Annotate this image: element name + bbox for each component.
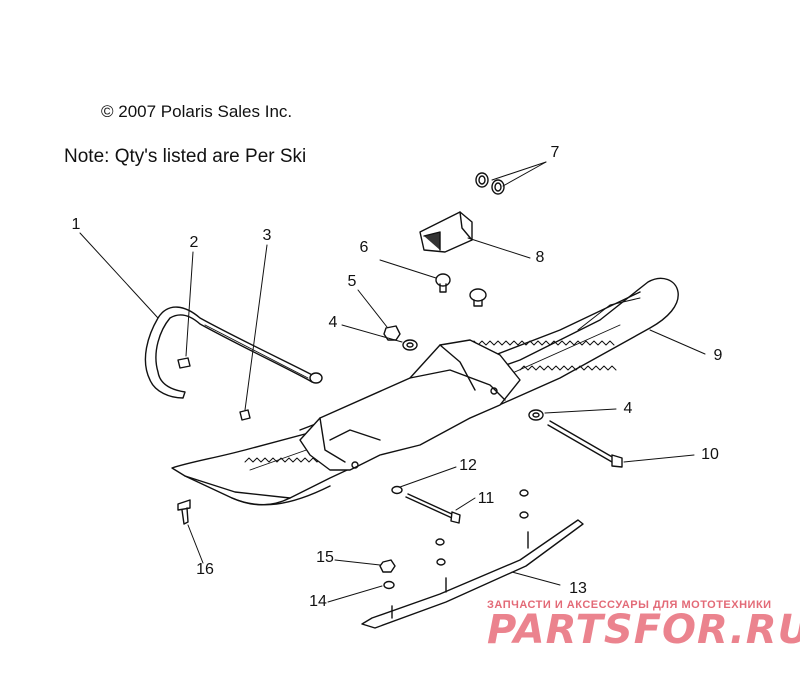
part-4-washer-top xyxy=(402,339,418,351)
part-15-nut xyxy=(379,559,396,573)
ski-loop-handle xyxy=(144,306,323,399)
part-6-bushing xyxy=(435,273,487,307)
callout-7: 7 xyxy=(550,144,560,161)
callout-16: 16 xyxy=(196,561,214,578)
part-2-cap xyxy=(177,357,191,369)
watermark-logo: PARTSFOR.RU xyxy=(487,607,800,653)
ski-body xyxy=(171,277,679,506)
part-12-washer xyxy=(391,485,403,495)
part-7-rings xyxy=(475,172,505,195)
callout-6: 6 xyxy=(359,239,369,256)
part-4-washer-right xyxy=(528,409,544,421)
callout-13: 13 xyxy=(569,580,587,597)
leader-lines xyxy=(79,161,706,603)
copyright-text: © 2007 Polaris Sales Inc. xyxy=(101,102,293,121)
callout-1: 1 xyxy=(71,216,81,233)
callout-11: 11 xyxy=(477,490,495,507)
watermark-subtitle: ЗАПЧАСТИ И АКСЕССУАРЫ ДЛЯ МОТОТЕХНИКИ xyxy=(487,599,772,611)
callout-5: 5 xyxy=(347,273,357,290)
callout-14: 14 xyxy=(309,593,327,610)
part-14-washer xyxy=(383,580,395,590)
note-text: Note: Qty's listed are Per Ski xyxy=(64,146,307,167)
callout-9: 9 xyxy=(713,347,723,364)
part-3-nut xyxy=(239,409,251,421)
callout-8: 8 xyxy=(535,249,545,266)
callout-12: 12 xyxy=(459,457,477,474)
callout-4a: 4 xyxy=(328,314,338,331)
part-13-wear-bar xyxy=(361,489,584,629)
part-16-bolt xyxy=(177,499,191,525)
part-8-bumper xyxy=(419,211,473,253)
part-10-bolt xyxy=(547,420,623,468)
callout-10: 10 xyxy=(701,446,719,463)
callout-3: 3 xyxy=(262,227,272,244)
callout-4b: 4 xyxy=(623,400,633,417)
callout-2: 2 xyxy=(189,234,199,251)
callout-15: 15 xyxy=(316,549,334,566)
part-11-bolt xyxy=(405,493,461,524)
